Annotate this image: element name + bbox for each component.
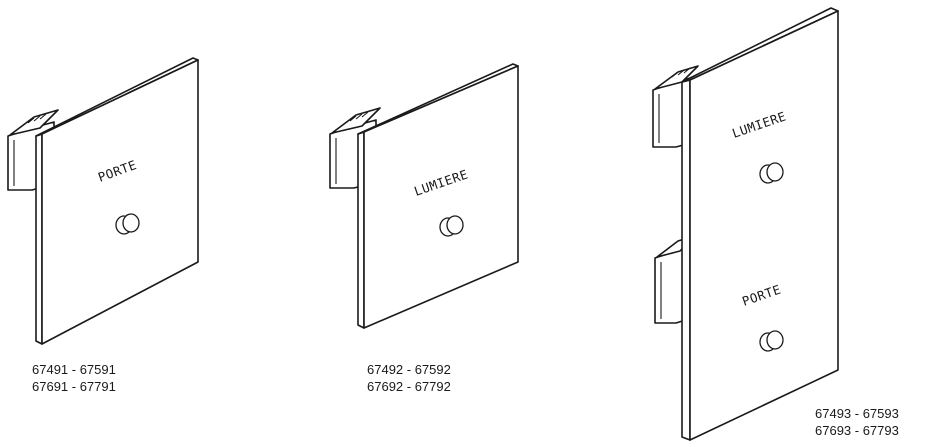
push-plate-double: LUMIERE PORTE (652, 7, 839, 441)
plate-face (689, 10, 839, 441)
code-line: 67491 - 67591 (32, 362, 116, 377)
plate-face (41, 59, 199, 345)
push-button-lower (759, 330, 784, 352)
push-plate-single-lumiere: LUMIERE (329, 63, 519, 329)
plate-edge (681, 79, 691, 441)
mounting-block-top (9, 109, 59, 136)
mounting-block-top (654, 65, 699, 90)
code-line: 67693 - 67793 (815, 423, 899, 438)
code-line: 67691 - 67791 (32, 379, 116, 394)
product-codes-2: 67492 - 67592 67692 - 67792 (367, 361, 451, 395)
plate-edge (357, 131, 365, 329)
code-line: 67492 - 67592 (367, 362, 451, 377)
push-button (115, 213, 140, 235)
push-button (439, 215, 464, 237)
push-button-upper (759, 162, 784, 184)
plate-face (363, 65, 519, 329)
push-plate-single-porte: PORTE (7, 57, 199, 345)
product-codes-1: 67491 - 67591 67691 - 67791 (32, 361, 116, 395)
plate-edge (35, 133, 43, 345)
mounting-block-top (331, 107, 381, 134)
code-line: 67493 - 67593 (815, 406, 899, 421)
code-line: 67692 - 67792 (367, 379, 451, 394)
product-codes-3: 67493 - 67593 67693 - 67793 (815, 405, 899, 439)
